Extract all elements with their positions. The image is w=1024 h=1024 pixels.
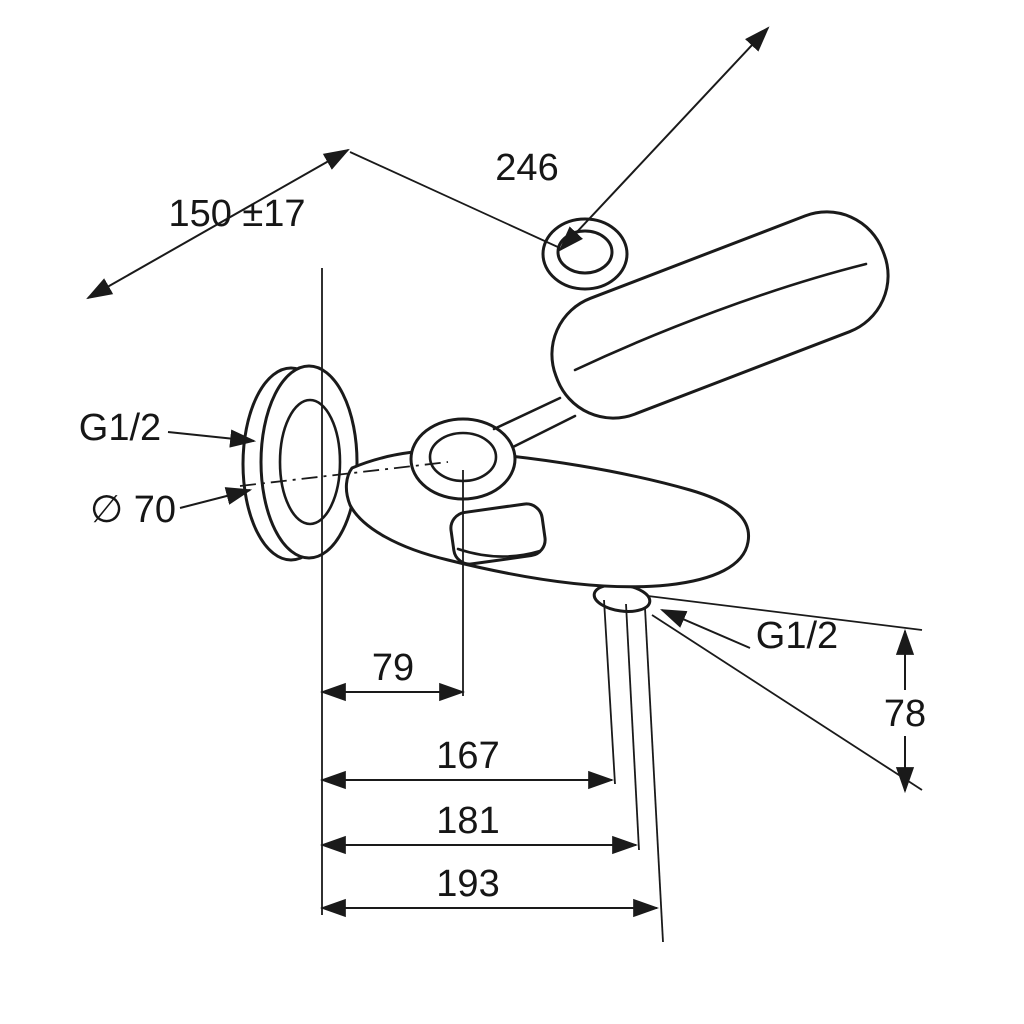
extension-181: [625, 603, 640, 851]
leader-dia70: [179, 487, 253, 509]
flange-centerline: [239, 461, 449, 487]
top-inlet-union-inner: [556, 229, 614, 275]
extension-78-top: [647, 595, 923, 631]
dimension-lines: [86, 26, 923, 943]
lever-handle: [550, 210, 890, 420]
extension-inlet: [349, 151, 561, 249]
extension-193: [644, 607, 664, 943]
label-dim-79: 79: [372, 647, 414, 689]
wall-flange-face: [259, 364, 359, 560]
dimension-labels: 150 ±17 246 G1/2 ∅ 70 79 167 181 193 78 …: [79, 147, 926, 905]
label-dim-181: 181: [436, 800, 499, 842]
label-dim-150: 150 ±17: [168, 193, 305, 235]
lever-handle-edge-line: [573, 262, 868, 372]
lever-neck-bottom: [511, 414, 577, 449]
extension-167: [603, 599, 616, 785]
leader-g12-left: [167, 429, 257, 448]
leader-g12-right: [660, 609, 751, 649]
diverter-knob: [449, 502, 547, 566]
label-g12-right: G1/2: [756, 615, 838, 657]
extension-78-bottom: [651, 614, 923, 791]
label-dim-78: 78: [884, 693, 926, 735]
label-dia-70: ∅ 70: [90, 489, 176, 531]
dim-line-150: [86, 148, 350, 300]
label-dim-167: 167: [436, 735, 499, 777]
wall-flange-inner-ring: [278, 398, 342, 526]
label-dim-193: 193: [436, 863, 499, 905]
dim-line-246: [558, 26, 770, 252]
lever-neck-top: [492, 396, 562, 431]
spout-body: [344, 449, 751, 589]
label-g12-left: G1/2: [79, 407, 161, 449]
diverter-knob-edge: [456, 547, 542, 558]
faucet-outline: [239, 210, 890, 613]
label-dim-246: 246: [495, 147, 558, 189]
